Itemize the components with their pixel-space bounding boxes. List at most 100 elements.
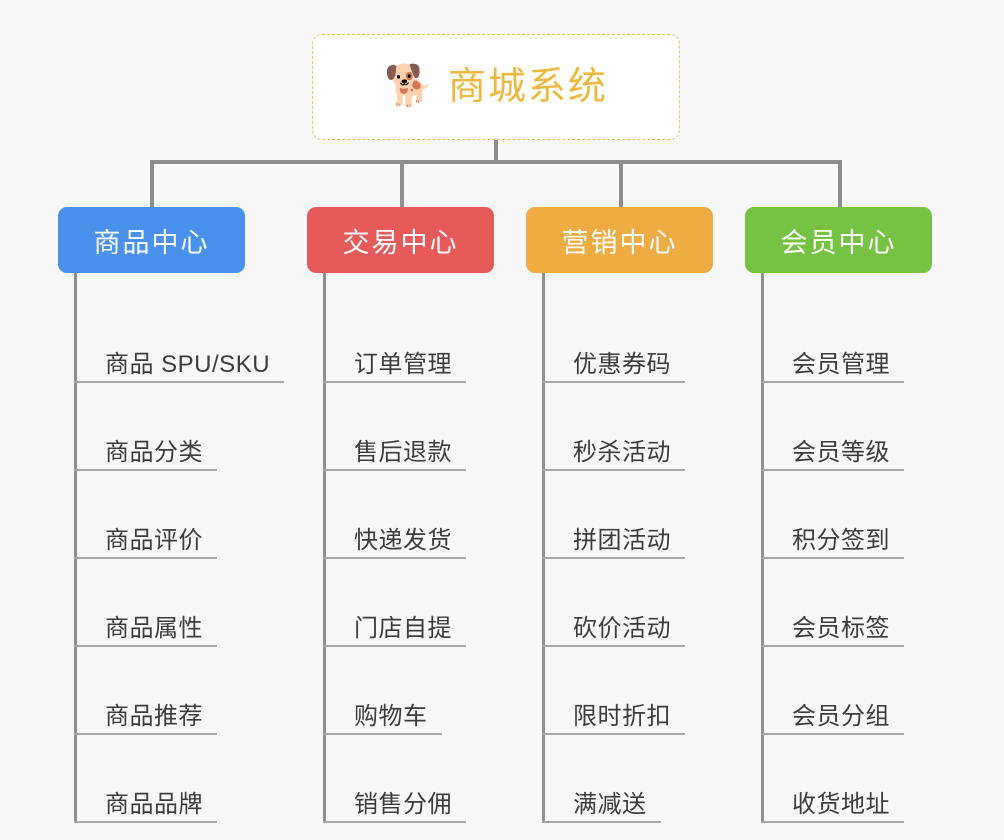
connector-drop-trade-center (400, 160, 404, 208)
category-header-label: 会员中心 (780, 227, 897, 258)
leaf-item-underline (761, 645, 904, 647)
leaf-stack-trade-center: 订单管理售后退款快递发货门店自提购物车销售分佣 (307, 273, 494, 823)
category-header-marketing-center[interactable]: 营销中心 (526, 207, 713, 273)
leaf-item[interactable]: 收货地址 (745, 735, 932, 823)
category-column-marketing-center: 营销中心优惠券码秒杀活动拼团活动砍价活动限时折扣满减送 (526, 207, 713, 823)
leaf-item[interactable]: 商品评价 (58, 471, 245, 559)
leaf-item-label: 满减送 (573, 791, 647, 818)
leaf-item-label: 售后退款 (354, 439, 452, 466)
leaf-item-underline (542, 557, 685, 559)
leaf-item-label: 会员管理 (792, 351, 890, 378)
leaf-item-underline (761, 733, 904, 735)
leaf-item-label: 商品品牌 (105, 791, 203, 818)
leaf-item[interactable]: 商品分类 (58, 383, 245, 471)
category-column-trade-center: 交易中心订单管理售后退款快递发货门店自提购物车销售分佣 (307, 207, 494, 823)
leaf-item-underline (542, 821, 661, 823)
leaf-item-underline (542, 733, 685, 735)
leaf-item[interactable]: 砍价活动 (526, 559, 713, 647)
leaf-item-underline (761, 381, 904, 383)
leaf-item-underline (323, 733, 442, 735)
leaf-item[interactable]: 商品 SPU/SKU (58, 295, 284, 383)
category-header-label: 交易中心 (342, 227, 459, 258)
leaf-item-underline (761, 557, 904, 559)
leaf-item-underline (323, 557, 466, 559)
leaf-item[interactable]: 快递发货 (307, 471, 494, 559)
leaf-item-label: 快递发货 (354, 527, 452, 554)
root-node[interactable]: 🐕 商城系统 (312, 34, 680, 140)
leaf-item[interactable]: 拼团活动 (526, 471, 713, 559)
leaf-item-underline (74, 469, 217, 471)
leaf-item-label: 会员等级 (792, 439, 890, 466)
leaf-item-label: 拼团活动 (573, 527, 671, 554)
leaf-item-underline (542, 469, 685, 471)
leaf-item[interactable]: 会员分组 (745, 647, 932, 735)
leaf-item-label: 商品属性 (105, 615, 203, 642)
leaf-item-underline (74, 733, 217, 735)
leaf-item[interactable]: 门店自提 (307, 559, 494, 647)
leaf-item-label: 优惠券码 (573, 351, 671, 378)
leaf-item[interactable]: 优惠券码 (526, 295, 713, 383)
leaf-item-label: 订单管理 (354, 351, 452, 378)
category-column-product-center: 商品中心商品 SPU/SKU 商品分类商品评价商品属性商品推荐商品品牌 (58, 207, 284, 823)
leaf-item-underline (542, 645, 685, 647)
leaf-item-label: 限时折扣 (573, 703, 671, 730)
leaf-stack-marketing-center: 优惠券码秒杀活动拼团活动砍价活动限时折扣满减送 (526, 273, 713, 823)
connector-drop-member-center (838, 160, 842, 208)
leaf-item[interactable]: 满减送 (526, 735, 713, 823)
leaf-item-underline (74, 821, 217, 823)
leaf-item[interactable]: 会员管理 (745, 295, 932, 383)
leaf-item[interactable]: 限时折扣 (526, 647, 713, 735)
leaf-trunk-line (542, 273, 545, 823)
leaf-item-underline (761, 469, 904, 471)
category-header-label: 商品中心 (93, 227, 210, 258)
leaf-item-underline (323, 645, 466, 647)
leaf-item[interactable]: 秒杀活动 (526, 383, 713, 471)
leaf-item-label: 砍价活动 (573, 615, 671, 642)
leaf-item-label: 商品分类 (105, 439, 203, 466)
category-header-trade-center[interactable]: 交易中心 (307, 207, 494, 273)
connector-root-stem (494, 140, 498, 163)
leaf-item-label: 会员分组 (792, 703, 890, 730)
leaf-item-label: 商品 SPU/SKU (105, 351, 271, 378)
leaf-stack-product-center: 商品 SPU/SKU 商品分类商品评价商品属性商品推荐商品品牌 (58, 273, 284, 823)
leaf-item-label: 销售分佣 (354, 791, 452, 818)
leaf-trunk-line (323, 273, 326, 823)
connector-horizontal-bus (150, 160, 840, 164)
leaf-item-label: 会员标签 (792, 615, 890, 642)
leaf-item[interactable]: 会员等级 (745, 383, 932, 471)
leaf-stack-member-center: 会员管理会员等级积分签到会员标签会员分组收货地址 (745, 273, 932, 823)
leaf-item[interactable]: 会员标签 (745, 559, 932, 647)
leaf-item-underline (542, 381, 685, 383)
leaf-item-label: 商品评价 (105, 527, 203, 554)
leaf-item-label: 积分签到 (792, 527, 890, 554)
leaf-item[interactable]: 销售分佣 (307, 735, 494, 823)
leaf-item[interactable]: 商品推荐 (58, 647, 245, 735)
leaf-trunk-line (761, 273, 764, 823)
shiba-dog-face-icon: 🐕 (384, 64, 434, 108)
leaf-item-label: 秒杀活动 (573, 439, 671, 466)
leaf-item-underline (761, 821, 904, 823)
root-title: 商城系统 (447, 66, 608, 108)
leaf-item-label: 购物车 (354, 703, 428, 730)
leaf-item[interactable]: 积分签到 (745, 471, 932, 559)
leaf-item-underline (323, 821, 466, 823)
leaf-item[interactable]: 商品属性 (58, 559, 245, 647)
connector-drop-product-center (150, 160, 154, 208)
leaf-item-underline (74, 381, 284, 383)
leaf-item[interactable]: 商品品牌 (58, 735, 245, 823)
leaf-item-label: 商品推荐 (105, 703, 203, 730)
leaf-trunk-line (74, 273, 77, 823)
leaf-item[interactable]: 购物车 (307, 647, 494, 735)
leaf-item-underline (323, 381, 466, 383)
category-header-product-center[interactable]: 商品中心 (58, 207, 245, 273)
leaf-item-underline (74, 645, 217, 647)
leaf-item-underline (74, 557, 217, 559)
category-header-label: 营销中心 (561, 227, 678, 258)
leaf-item-label: 门店自提 (354, 615, 452, 642)
leaf-item[interactable]: 售后退款 (307, 383, 494, 471)
leaf-item[interactable]: 订单管理 (307, 295, 494, 383)
leaf-item-underline (323, 469, 466, 471)
category-header-member-center[interactable]: 会员中心 (745, 207, 932, 273)
connector-drop-marketing-center (619, 160, 623, 208)
